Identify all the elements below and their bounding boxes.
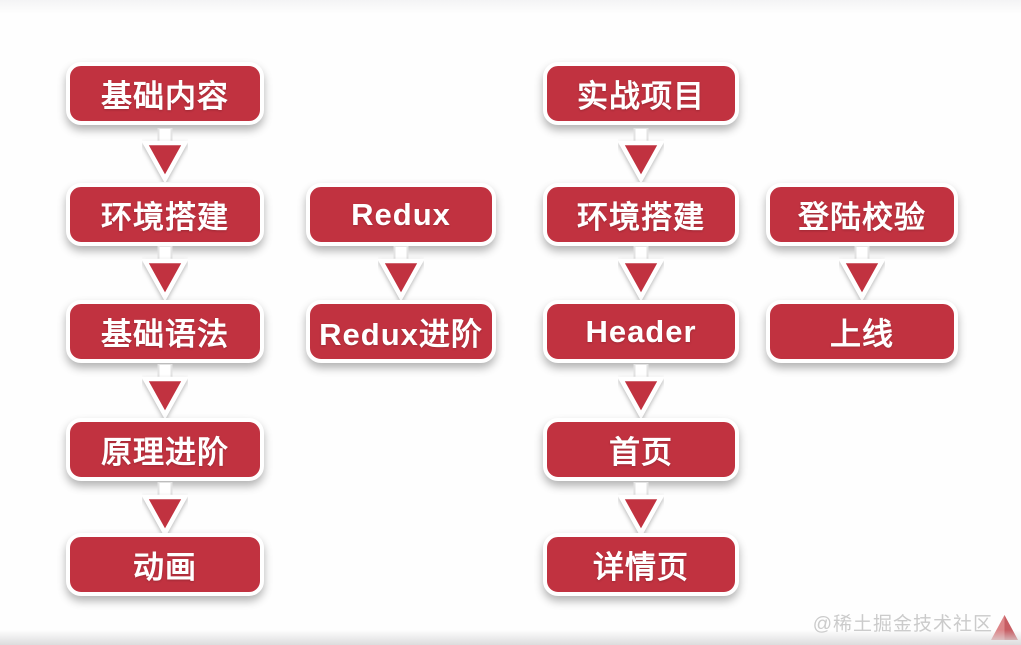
node-label: 实战项目 bbox=[577, 79, 705, 114]
node-label: 环境搭建 bbox=[101, 200, 229, 235]
down-arrow-icon bbox=[142, 128, 188, 182]
down-arrow-icon bbox=[142, 482, 188, 536]
node-label: 上线 bbox=[830, 317, 894, 352]
node-label: 原理进阶 bbox=[101, 435, 229, 470]
node-label: 首页 bbox=[609, 435, 673, 470]
node-go-live: 上线 bbox=[766, 300, 958, 363]
node-detail-page: 详情页 bbox=[543, 533, 739, 596]
watermark-text: @稀土掘金技术社区 bbox=[812, 614, 993, 635]
node-label: 动画 bbox=[133, 550, 197, 585]
node-label: Redux bbox=[351, 196, 451, 232]
top-edge-gradient bbox=[0, 0, 1021, 14]
node-label: 基础语法 bbox=[101, 317, 229, 352]
node-real-project: 实战项目 bbox=[543, 62, 739, 125]
node-label: 登陆校验 bbox=[798, 200, 926, 235]
down-arrow-icon bbox=[618, 246, 664, 300]
node-principles-advanced: 原理进阶 bbox=[66, 418, 264, 481]
node-label: Redux进阶 bbox=[319, 317, 483, 352]
node-label: 环境搭建 bbox=[577, 200, 705, 235]
node-redux: Redux bbox=[306, 183, 496, 246]
down-arrow-icon bbox=[618, 364, 664, 418]
down-arrow-icon bbox=[618, 128, 664, 182]
node-header: Header bbox=[543, 300, 739, 363]
node-label: 基础内容 bbox=[101, 79, 229, 114]
node-basics-content: 基础内容 bbox=[66, 62, 264, 125]
down-arrow-icon bbox=[142, 364, 188, 418]
node-env-setup-basics: 环境搭建 bbox=[66, 183, 264, 246]
down-arrow-icon bbox=[618, 482, 664, 536]
node-basic-syntax: 基础语法 bbox=[66, 300, 264, 363]
down-arrow-icon bbox=[839, 246, 885, 300]
node-label: 详情页 bbox=[593, 550, 689, 585]
node-animation: 动画 bbox=[66, 533, 264, 596]
node-env-setup-project: 环境搭建 bbox=[543, 183, 739, 246]
node-redux-advanced: Redux进阶 bbox=[306, 300, 496, 363]
down-arrow-icon bbox=[378, 246, 424, 300]
node-login-check: 登陆校验 bbox=[766, 183, 958, 246]
node-label: Header bbox=[585, 313, 697, 349]
node-homepage: 首页 bbox=[543, 418, 739, 481]
down-arrow-icon bbox=[142, 246, 188, 300]
bottom-edge-gradient bbox=[0, 630, 1021, 645]
